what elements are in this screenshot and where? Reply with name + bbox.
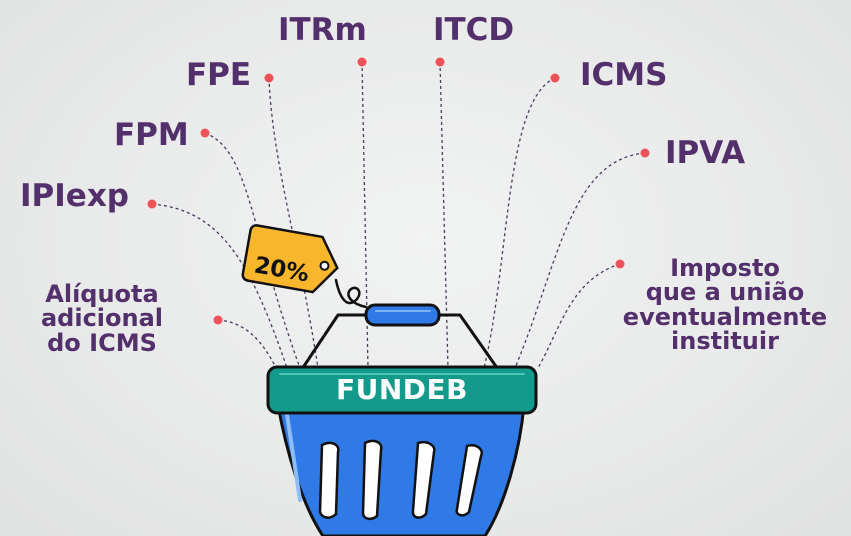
connector-imposto [537,263,621,369]
label-imposto-line-2: que a união [645,278,805,307]
connector-fpe [268,77,319,369]
label-fpe: FPE [186,57,252,93]
label-ipiexp: IPIexp [20,178,129,214]
label-icms: ICMS [580,57,668,93]
label-itcd: ITCD [433,12,515,48]
connector-ipva [514,152,646,369]
label-fpm: FPM [114,117,189,153]
dot-itrm [357,57,367,67]
label-ipva: IPVA [665,135,746,171]
label-aliquota: Alíquota adicional do ICMS [12,280,192,357]
dot-ipiexp [147,199,157,209]
connector-itcd [439,61,449,369]
handle-grip [364,303,441,327]
dot-imposto [615,259,625,269]
connector-aliquota [217,319,277,369]
label-aliquota-line-3: do ICMS [47,328,157,357]
label-itrm: ITRm [278,12,367,48]
dot-aliquota [213,315,223,325]
dot-fpm [200,128,210,138]
label-aliquota-line-1: Alíquota [45,280,159,308]
tag-string [334,278,368,309]
dot-icms [550,73,560,83]
label-imposto-line-4: instituir [671,327,779,356]
label-imposto-line-3: eventualmente [622,302,828,331]
basket-rim [266,365,538,415]
basket-slots [318,439,483,521]
label-imposto: Imposto que a união eventualmente instit… [605,256,845,354]
fundeb-label: FUNDEB [335,373,468,406]
label-aliquota-line-2: adicional [40,304,164,333]
connector-ipiexp [151,203,288,369]
price-tag [241,224,339,294]
connector-fpm [204,132,301,369]
basket-body [276,403,526,536]
dot-fpe [264,73,274,83]
connector-icms [483,77,556,369]
dot-itcd [435,57,445,67]
label-imposto-line-1: Imposto [670,254,780,282]
dot-ipva [640,148,650,158]
